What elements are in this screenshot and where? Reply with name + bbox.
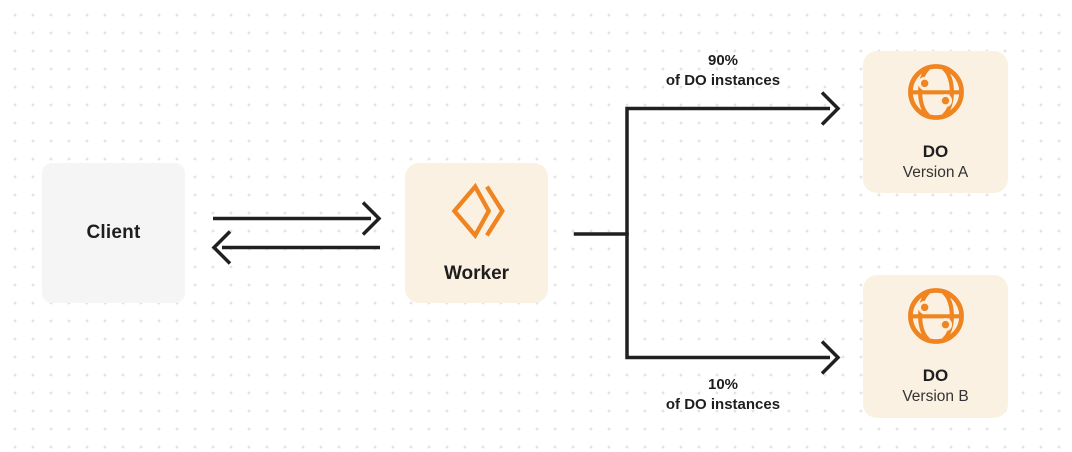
- node-do-version-a: DO Version A: [863, 51, 1008, 193]
- node-worker: Worker: [405, 163, 548, 303]
- edge-label-90-line1: 90%: [707, 52, 739, 69]
- do-b-version-label: Version B: [902, 388, 969, 405]
- edge-label-90-percent: 90% of DO instances: [618, 51, 828, 90]
- node-client: Client: [42, 163, 185, 303]
- arrowhead-do-b-icon: [820, 340, 841, 375]
- arrowhead-left-icon: [211, 230, 232, 265]
- edge-label-90-line2: of DO instances: [665, 71, 781, 89]
- do-a-version-label: Version A: [902, 164, 969, 181]
- worker-label: Worker: [443, 263, 510, 284]
- edge-label-10-percent: 10% of DO instances: [618, 375, 828, 414]
- do-b-label: DO: [922, 366, 949, 385]
- do-a-label: DO: [922, 142, 949, 161]
- worker-chevrons-icon: [451, 183, 505, 239]
- edge-split-branches: [625, 106, 830, 360]
- durable-object-globe-icon: [907, 288, 964, 344]
- arrowhead-do-a-icon: [820, 91, 841, 126]
- node-do-version-b: DO Version B: [863, 275, 1008, 418]
- durable-object-globe-icon: [907, 64, 964, 120]
- client-label: Client: [86, 222, 141, 243]
- edge-label-10-line1: 10%: [707, 376, 739, 393]
- edge-label-10-line2: of DO instances: [665, 395, 781, 413]
- arrowhead-right-icon: [361, 201, 382, 236]
